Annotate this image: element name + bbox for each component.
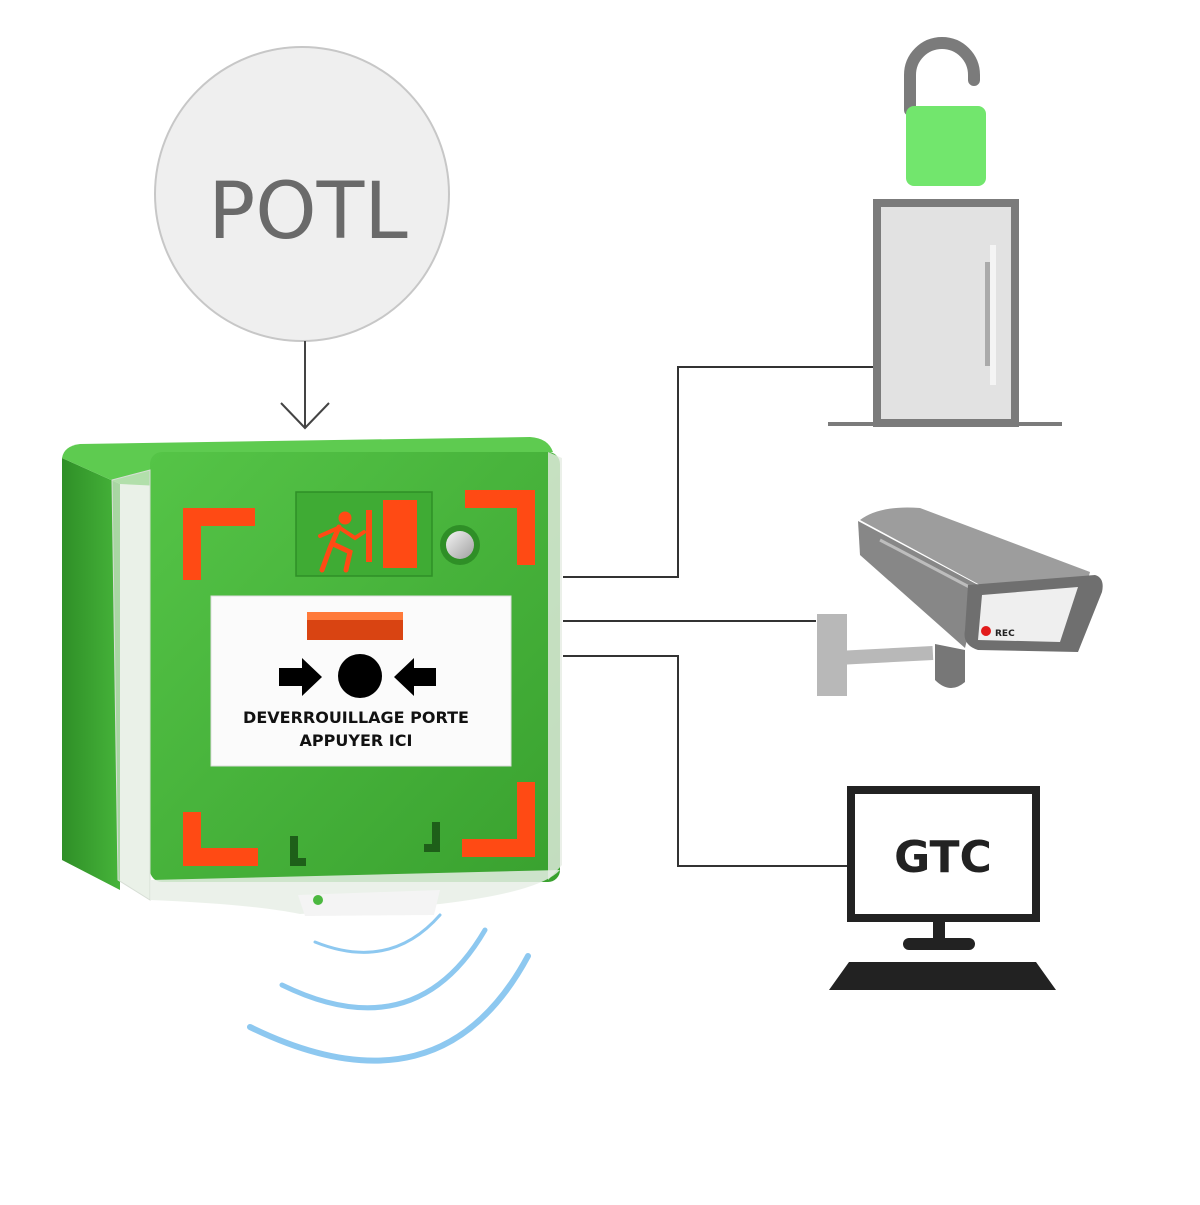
rec-label: REC (995, 629, 1015, 639)
potl-label: POTL (208, 167, 408, 257)
instruction-line-1: DEVERROUILLAGE PORTE (243, 708, 469, 727)
emergency-door-release-device[interactable]: DEVERROUILLAGE PORTE APPUYER ICI (62, 437, 562, 916)
gtc-label: GTC (894, 832, 992, 883)
running-man-icon (318, 510, 372, 573)
bottom-slots (290, 822, 440, 866)
wires (563, 366, 877, 867)
press-arrows-icon (279, 654, 436, 698)
wire-to-door (563, 366, 877, 578)
door-icon (828, 199, 1062, 427)
indicator-led (440, 525, 480, 565)
potl-hub: POTL (154, 46, 450, 342)
corner-brackets (183, 490, 535, 866)
cctv-camera-icon: REC (817, 507, 1103, 696)
gtc-monitor-icon: GTC (829, 786, 1056, 990)
exit-sign (295, 491, 433, 577)
hub-arrow (280, 341, 330, 430)
wire-to-gtc (563, 655, 848, 867)
unlocked-padlock-icon (904, 37, 986, 186)
instruction-window[interactable]: DEVERROUILLAGE PORTE APPUYER ICI (210, 595, 512, 767)
wireless-signal-icon (247, 913, 531, 1064)
instruction-line-2: APPUYER ICI (300, 731, 413, 750)
